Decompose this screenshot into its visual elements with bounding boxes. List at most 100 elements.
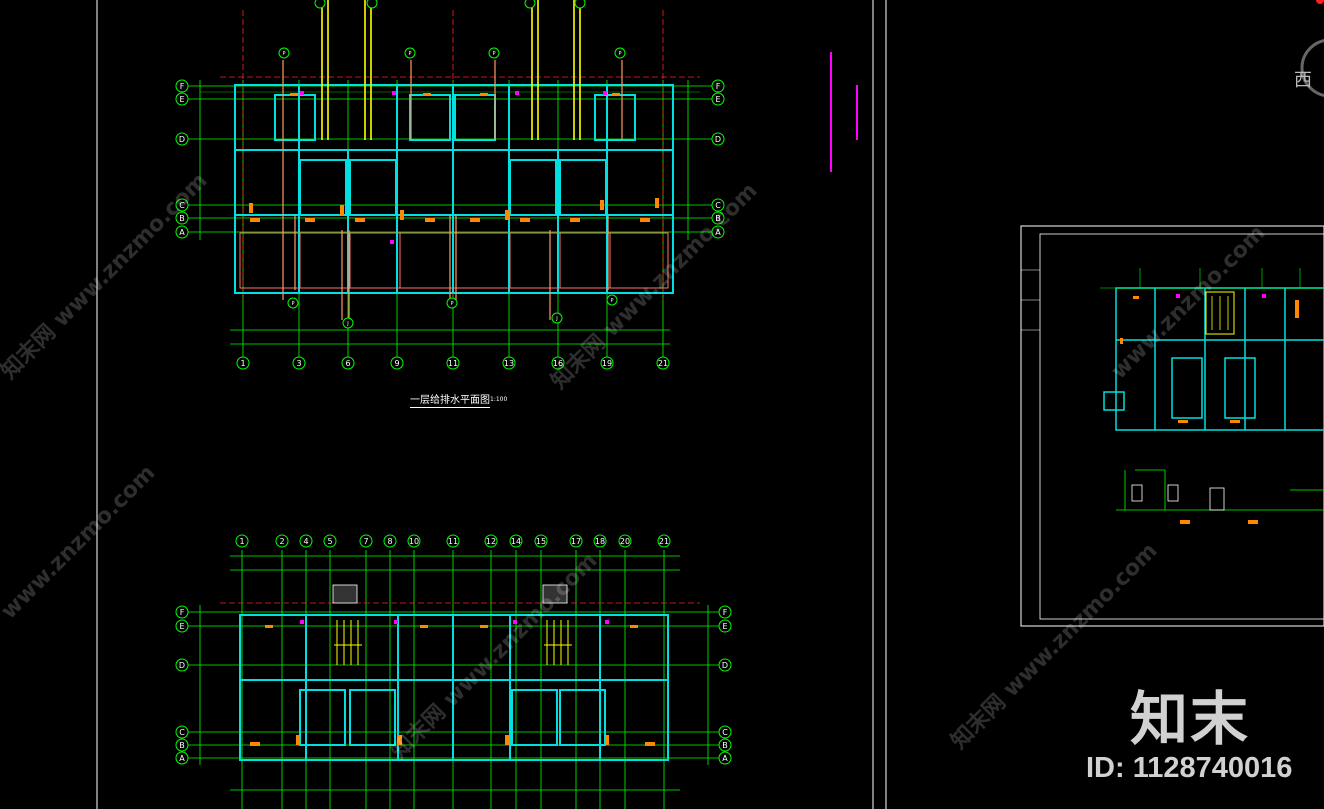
plan1-axis-1: 1 bbox=[240, 359, 245, 368]
plan1-axis-right-A-bubble bbox=[711, 225, 725, 239]
plan1-axis-6: 6 bbox=[345, 359, 350, 368]
plan2-axis-14: 14 bbox=[511, 537, 521, 546]
svg-text:P: P bbox=[291, 301, 294, 307]
plan2-axis-left-D-bubble bbox=[175, 658, 189, 672]
plan2-axis-7: 7 bbox=[363, 537, 368, 546]
plan2-axis-right-A-bubble bbox=[718, 751, 732, 765]
plan2-axis-right-A: A bbox=[722, 754, 728, 763]
plan1-axis-11: 11 bbox=[448, 359, 458, 368]
plan2-axis-15-bubble bbox=[534, 534, 548, 548]
plan1-axis-right-E: E bbox=[715, 95, 720, 104]
plan1-axis-13: 13 bbox=[504, 359, 514, 368]
plan1-axis-left-E: E bbox=[179, 95, 184, 104]
plan1-axis-right-F: F bbox=[716, 82, 721, 91]
plan2-axis-left-E: E bbox=[179, 622, 184, 631]
plan2-axis-4: 4 bbox=[303, 537, 308, 546]
plan2-axis-left-E-bubble bbox=[175, 619, 189, 633]
plan2-axis-17: 17 bbox=[571, 537, 581, 546]
plan1-axis-left-B-bubble bbox=[175, 211, 189, 225]
status-dot bbox=[1316, 0, 1324, 4]
plan2-axis-21: 21 bbox=[659, 537, 669, 546]
svg-text:P: P bbox=[492, 51, 495, 57]
plan2-axis-2-bubble bbox=[275, 534, 289, 548]
plan1-axis-3-bubble bbox=[292, 356, 306, 370]
plan2-axis-right-E: E bbox=[722, 622, 727, 631]
plan1-axis-11-bubble bbox=[446, 356, 460, 370]
plan1-axis-right-D: D bbox=[715, 135, 721, 144]
plan1-axis-19-bubble bbox=[600, 356, 614, 370]
plan2-axis-20: 20 bbox=[620, 537, 630, 546]
plan2-axis-left-C: C bbox=[179, 728, 185, 737]
plan2-axis-left-F-bubble bbox=[175, 605, 189, 619]
plan2-axis-left-D: D bbox=[179, 661, 185, 670]
svg-text:P: P bbox=[618, 51, 621, 57]
plan2-axis-right-E-bubble bbox=[718, 619, 732, 633]
svg-text:J: J bbox=[346, 321, 348, 327]
plan2-axis-right-F: F bbox=[723, 608, 728, 617]
plan1-axis-9-bubble bbox=[390, 356, 404, 370]
plan2-axis-7-bubble bbox=[359, 534, 373, 548]
plan2-axis-18: 18 bbox=[595, 537, 605, 546]
plan1-axis-right-D-bubble bbox=[711, 132, 725, 146]
plan2-axis-left-B-bubble bbox=[175, 738, 189, 752]
svg-text:www.znzmo.com: www.znzmo.com bbox=[0, 460, 160, 624]
plan2-axis-10-bubble bbox=[407, 534, 421, 548]
plan2-axis-12-bubble bbox=[484, 534, 498, 548]
plan1-axis-right-C: C bbox=[715, 201, 721, 210]
svg-text:知末网 www.znzmo.com: 知末网 www.znzmo.com bbox=[546, 178, 763, 395]
plan2-axis-2: 2 bbox=[279, 537, 284, 546]
plan1-axis-1-bubble bbox=[236, 356, 250, 370]
plan1-axis-left-C: C bbox=[179, 201, 185, 210]
plan1-axis-19: 19 bbox=[602, 359, 612, 368]
watermark-id: ID: 1128740016 bbox=[1086, 752, 1293, 784]
plan2-axis-1: 1 bbox=[239, 537, 244, 546]
logo-ring bbox=[1300, 39, 1324, 97]
plan2-axis-right-B-bubble bbox=[718, 738, 732, 752]
right-sheet bbox=[1020, 225, 1324, 627]
svg-text:P: P bbox=[282, 51, 285, 57]
diagonal-watermark: 知末网 www.znzmo.com www.znzmo.com 知末网 www.… bbox=[0, 168, 1270, 765]
plan1-axis-left-A: A bbox=[179, 228, 185, 237]
svg-text:P: P bbox=[450, 301, 453, 307]
plan1-axis-9: 9 bbox=[394, 359, 399, 368]
plan2-axis-11-bubble bbox=[446, 534, 460, 548]
svg-text:P: P bbox=[610, 298, 613, 304]
plan1-axis-right-E-bubble bbox=[711, 92, 725, 106]
plan2-axis-left-A-bubble bbox=[175, 751, 189, 765]
plan1-axis-left-B: B bbox=[179, 214, 185, 223]
plan2-axis-20-bubble bbox=[618, 534, 632, 548]
plan2-axis-right-D-bubble bbox=[718, 658, 732, 672]
plan2-axis-15: 15 bbox=[536, 537, 546, 546]
plan2-axis-5: 5 bbox=[327, 537, 332, 546]
plan2-axis-4-bubble bbox=[299, 534, 313, 548]
plan1-axis-right-C-bubble bbox=[711, 198, 725, 212]
sheet-border bbox=[96, 0, 887, 809]
plan2-axis-right-D: D bbox=[722, 661, 728, 670]
plan2-axis-left-B: B bbox=[179, 741, 185, 750]
plan2-axis-right-B: B bbox=[722, 741, 728, 750]
svg-text:www.znzmo.com: www.znzmo.com bbox=[1107, 220, 1271, 384]
plan1-axis-left-A-bubble bbox=[175, 225, 189, 239]
plan2-axis-17-bubble bbox=[569, 534, 583, 548]
plan1-axis-3: 3 bbox=[296, 359, 301, 368]
plan1-axis-21: 21 bbox=[658, 359, 668, 368]
plan2-axis-left-A: A bbox=[179, 754, 185, 763]
plan2-axis-right-C: C bbox=[722, 728, 728, 737]
plan2-axis-1-bubble bbox=[235, 534, 249, 548]
plan2-axis-8: 8 bbox=[387, 537, 392, 546]
plan2-axis-right-C-bubble bbox=[718, 725, 732, 739]
plan2-axis-12: 12 bbox=[486, 537, 496, 546]
svg-text:知末网 www.znzmo.com: 知末网 www.znzmo.com bbox=[0, 168, 212, 385]
plan1-axis-left-F-bubble bbox=[175, 79, 189, 93]
plan1-title: 一层给排水平面图 bbox=[410, 391, 490, 408]
plan2-axis-left-F: F bbox=[180, 608, 185, 617]
plan1-axis-left-D-bubble bbox=[175, 132, 189, 146]
plan1-axis-left-E-bubble bbox=[175, 92, 189, 106]
plan2-axis-5-bubble bbox=[323, 534, 337, 548]
svg-text:J: J bbox=[555, 316, 557, 322]
plan1-axis-right-A: A bbox=[715, 228, 721, 237]
plan1-axis-6-bubble bbox=[341, 356, 355, 370]
plan1-axis-right-B: B bbox=[715, 214, 721, 223]
